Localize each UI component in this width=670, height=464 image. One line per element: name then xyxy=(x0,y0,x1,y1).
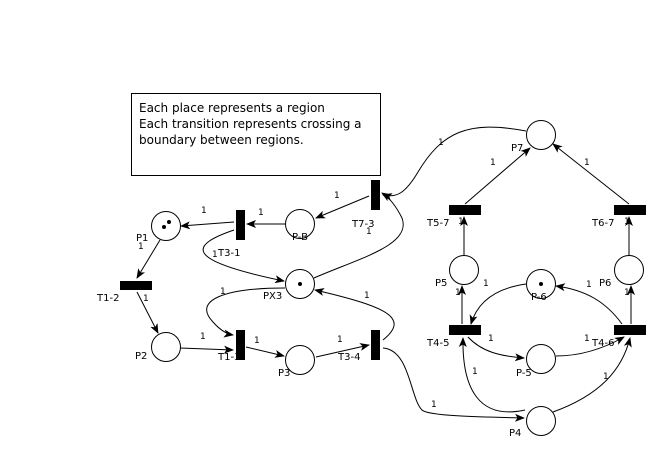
arc-weight-label: 1 xyxy=(624,288,630,298)
transition-t31 xyxy=(236,210,245,240)
place-p2 xyxy=(151,332,181,362)
place-p7 xyxy=(526,120,556,150)
transition-label: T5-7 xyxy=(426,218,449,229)
arc-weight-label: 1 xyxy=(483,279,489,289)
place-label: P1 xyxy=(136,233,148,244)
arc-weight-label: 1 xyxy=(220,287,226,297)
arc-t46-p6x xyxy=(555,283,623,325)
arc-weight-label: 1 xyxy=(200,332,206,342)
arc-p6x-t45 xyxy=(469,283,527,325)
arc-px3-t73 xyxy=(313,192,404,279)
arc-p4-t46 xyxy=(552,337,632,413)
place-label: P3 xyxy=(278,368,290,379)
place-label: P7 xyxy=(511,143,523,154)
transition-t46 xyxy=(614,325,646,335)
arc-weight-label: 1 xyxy=(143,294,149,304)
transitions: T1-2 T3-1T1-3 T3-4 T7-3 T5-7 T6-7T4-5 T4-6 xyxy=(96,180,646,363)
arc-t67-p7 xyxy=(552,143,630,205)
transition-label: T3-1 xyxy=(217,248,240,259)
transition-label: T3-4 xyxy=(337,352,360,363)
note-line-3: boundary between regions. xyxy=(139,133,304,147)
arc-weight-label: 1 xyxy=(201,206,207,216)
transition-t12 xyxy=(120,281,152,290)
arc-weight-label: 1 xyxy=(584,158,590,168)
transition-t34 xyxy=(371,330,380,360)
transition-t57 xyxy=(449,205,481,215)
arc-p5x-t46 xyxy=(555,336,625,357)
arc-weight-label: 1 xyxy=(458,217,464,227)
arc-p3-t34 xyxy=(315,343,370,358)
arc-t13-p3 xyxy=(245,346,285,358)
token xyxy=(539,282,543,286)
arc-weights: 1 1 1 1 1 1 1 1 1 1 1 1 1 1 1 1 1 1 1 1 1 1 1 1 1 1 xyxy=(138,138,630,410)
arc-weight-label: 1 xyxy=(603,372,609,382)
transition-t73 xyxy=(371,180,380,210)
transition-label: T1-2 xyxy=(96,293,119,304)
place-label: PX3 xyxy=(263,291,282,302)
arc-weight-label: 1 xyxy=(138,242,144,252)
place-p1 xyxy=(151,211,181,241)
arc-weight-label: 1 xyxy=(366,227,372,237)
arc-weight-label: 1 xyxy=(258,208,264,218)
arc-t57-p7 xyxy=(464,147,531,205)
arc-px3-t13 xyxy=(206,287,286,338)
place-p4 xyxy=(526,406,556,436)
token xyxy=(298,282,302,286)
arc-weight-label: 1 xyxy=(431,400,437,410)
transition-label: T4-6 xyxy=(591,338,614,349)
arc-weight-label: 1 xyxy=(455,288,461,298)
arc-t34-p4 xyxy=(382,347,525,422)
arc-t12-p2 xyxy=(136,291,159,334)
place-p6 xyxy=(614,255,644,285)
place-label: P4 xyxy=(509,428,521,439)
arc-t73-pb xyxy=(315,195,370,219)
arc-p2-t13 xyxy=(179,345,234,354)
token xyxy=(162,225,166,229)
arc-t31-p1 xyxy=(180,221,235,230)
transition-t67 xyxy=(614,205,646,215)
arc-weight-label: 1 xyxy=(334,191,340,201)
transition-t45 xyxy=(449,325,481,335)
arc-weight-label: 1 xyxy=(472,367,478,377)
arc-weight-label: 1 xyxy=(212,250,218,260)
place-p3 xyxy=(285,345,315,375)
arc-weight-label: 1 xyxy=(488,334,494,344)
arc-p7-t73 xyxy=(382,126,527,201)
arc-weight-label: 1 xyxy=(254,336,260,346)
place-label: P-5 xyxy=(516,368,532,379)
place-label: P-6 xyxy=(531,292,547,303)
transition-label: T7-3 xyxy=(351,219,374,230)
arc-weight-label: 1 xyxy=(584,334,590,344)
arc-t31-px3 xyxy=(202,229,285,284)
place-label: P5 xyxy=(435,278,447,289)
arc-p1-t12 xyxy=(136,239,161,279)
arc-weight-label: 1 xyxy=(364,291,370,301)
annotation-note: Each place represents a region Each tran… xyxy=(131,93,381,176)
arc-weight-label: 1 xyxy=(490,158,496,168)
note-line-1: Each place represents a region xyxy=(139,101,325,115)
note-line-2: Each transition represents crossing a xyxy=(139,117,362,131)
token xyxy=(167,220,171,224)
arc-weight-label: 1 xyxy=(337,335,343,345)
arc-weight-label: 1 xyxy=(586,280,592,290)
transition-label: T4-5 xyxy=(426,338,449,349)
place-label: P6 xyxy=(599,278,611,289)
place-label: P2 xyxy=(135,351,147,362)
arcs xyxy=(136,126,635,422)
arc-t45-p5x xyxy=(467,336,525,362)
place-pb xyxy=(285,209,315,239)
place-p5 xyxy=(449,255,479,285)
transition-label: T6-7 xyxy=(591,218,614,229)
place-px5 xyxy=(526,344,556,374)
arc-weight-label: 1 xyxy=(624,217,630,227)
place-label: P-B xyxy=(292,232,308,243)
transition-label: T1-3 xyxy=(217,352,240,363)
arc-p4-t45 xyxy=(458,337,526,413)
arc-weight-label: 1 xyxy=(438,138,444,148)
arc-t34-px3 xyxy=(314,288,395,341)
transition-t13 xyxy=(236,330,245,360)
